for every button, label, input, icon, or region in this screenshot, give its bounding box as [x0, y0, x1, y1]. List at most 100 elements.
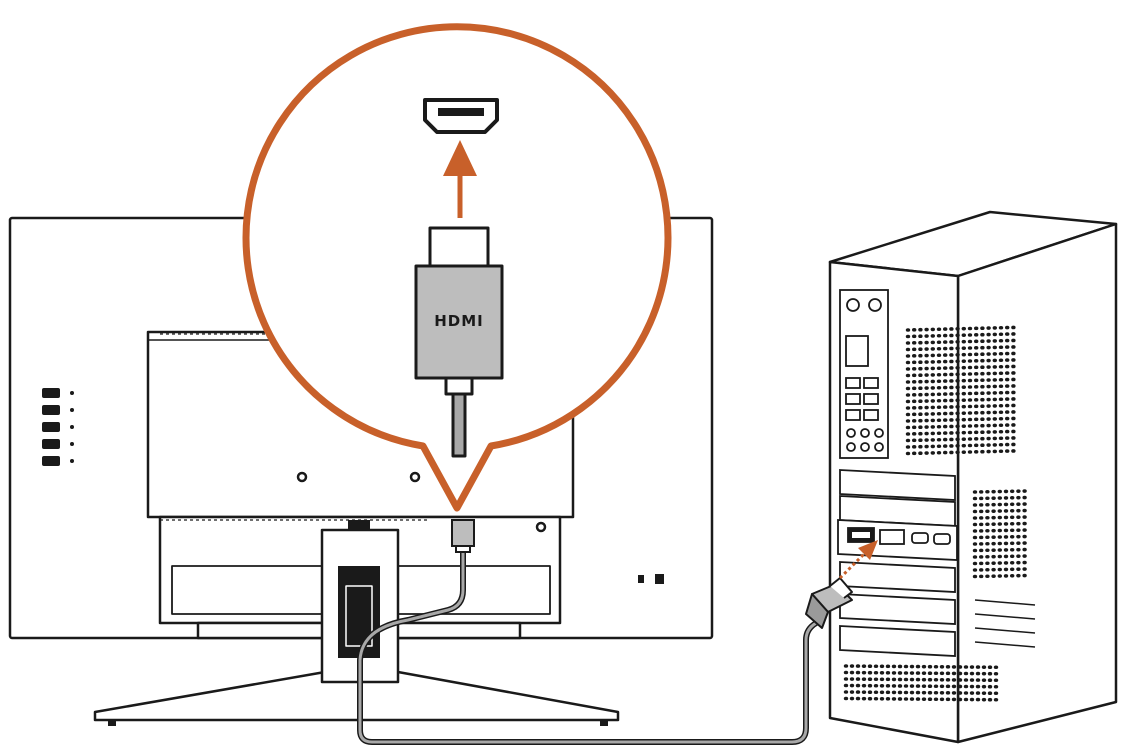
vent-hole — [918, 373, 923, 378]
vent-hole — [981, 665, 987, 669]
vent-hole — [927, 664, 933, 669]
vent-hole — [873, 677, 879, 682]
vent-hole — [961, 398, 966, 402]
vent-hole — [933, 671, 939, 676]
vent-hole — [905, 347, 911, 352]
vent-hole — [1016, 528, 1021, 532]
vent-hole — [918, 392, 923, 397]
vent-hole — [991, 496, 996, 500]
vent-hole — [955, 366, 960, 370]
vent-hole — [998, 325, 1004, 330]
vent-hole — [1016, 534, 1021, 539]
vent-hole — [987, 665, 993, 669]
vent-hole — [903, 677, 909, 682]
vent-hole — [930, 438, 935, 442]
vent-hole — [961, 378, 966, 383]
vent-hole — [963, 684, 969, 689]
vent-hole — [1022, 573, 1027, 578]
vent-hole — [975, 678, 981, 682]
vent-hole — [855, 670, 861, 675]
vent-hole — [998, 338, 1004, 343]
vent-hole — [951, 671, 957, 676]
vent-hole — [967, 378, 973, 383]
vent-hole — [945, 697, 951, 702]
vent-hole — [867, 677, 873, 681]
vent-hole — [972, 509, 978, 514]
vent-hole — [992, 443, 997, 447]
vent-hole — [1005, 390, 1010, 395]
vent-hole — [961, 359, 966, 363]
pc-hdmi-connector — [805, 577, 853, 629]
vent-hole — [986, 404, 991, 408]
vent-hole — [974, 385, 979, 389]
vent-hole — [967, 398, 973, 402]
vent-hole — [980, 371, 985, 376]
vent-hole — [985, 574, 990, 579]
vent-hole — [936, 444, 942, 449]
vent-hole — [1022, 554, 1027, 558]
pc-vent-lower — [843, 664, 999, 702]
vent-hole — [997, 535, 1002, 539]
vent-hole — [955, 327, 960, 331]
vent-hole — [936, 418, 942, 423]
vent-hole — [930, 347, 935, 351]
vent-hole — [991, 574, 996, 578]
vent-hole — [974, 372, 979, 376]
vent-hole — [930, 334, 935, 338]
vent-hole — [957, 697, 963, 702]
vent-hole — [855, 664, 861, 668]
vent-hole — [961, 372, 966, 376]
vent-hole — [943, 372, 948, 377]
vent-hole — [1011, 423, 1016, 427]
vent-hole — [939, 697, 945, 702]
vent-hole — [921, 671, 927, 675]
vent-hole — [991, 489, 996, 494]
vent-hole — [961, 333, 966, 337]
vent-hole — [992, 384, 997, 389]
vent-hole — [998, 397, 1004, 402]
vent-hole — [991, 502, 996, 507]
vent-hole — [927, 671, 933, 675]
vent-hole — [905, 419, 911, 423]
vent-hole — [974, 391, 979, 396]
vent-hole — [1016, 547, 1021, 552]
vent-hole — [975, 691, 981, 695]
vent-hole — [961, 404, 966, 409]
vent-hole — [1005, 384, 1010, 388]
vent-hole — [969, 671, 975, 676]
vent-hole — [992, 449, 997, 454]
vent-hole — [873, 670, 879, 675]
vent-hole — [897, 697, 903, 701]
vent-hole — [943, 411, 948, 416]
vent-hole — [967, 404, 973, 409]
vent-hole — [909, 697, 915, 701]
vent-hole — [972, 490, 978, 494]
vent-hole — [912, 438, 917, 443]
vent-hole — [979, 490, 984, 494]
vent-hole — [912, 412, 917, 417]
vent-hole — [930, 451, 935, 455]
vent-hole — [924, 379, 929, 384]
vent-hole — [1022, 528, 1027, 532]
vent-hole — [849, 664, 855, 668]
vent-hole — [997, 489, 1002, 494]
vent-hole — [998, 345, 1004, 350]
vent-hole — [949, 398, 954, 403]
vent-hole — [861, 670, 867, 675]
vent-hole — [980, 332, 985, 337]
vent-hole — [955, 405, 960, 409]
vent-hole — [986, 449, 991, 454]
vent-hole — [980, 404, 985, 409]
vent-hole — [951, 697, 957, 702]
vent-hole — [1011, 364, 1016, 369]
vent-hole — [967, 437, 973, 441]
vent-hole — [879, 697, 885, 701]
vent-hole — [955, 340, 960, 344]
vent-hole — [1011, 332, 1016, 336]
vent-hole — [905, 354, 911, 358]
vent-hole — [997, 522, 1002, 526]
vent-hole — [949, 392, 954, 396]
vent-hole — [943, 353, 948, 357]
vent-hole — [975, 665, 981, 669]
vent-hole — [879, 671, 885, 675]
